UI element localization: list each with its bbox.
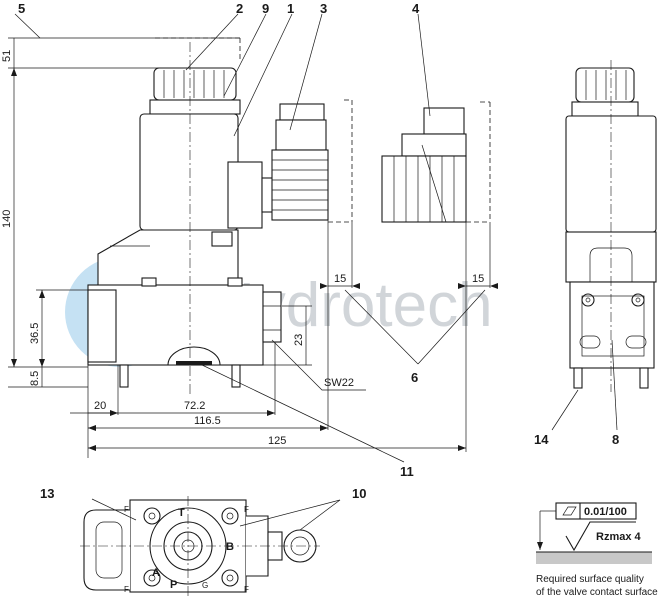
dim-sw22: SW22	[324, 377, 354, 389]
side-view	[551, 60, 657, 431]
fixing-f1: F	[124, 505, 129, 514]
item-1: 1	[287, 1, 294, 16]
item-14: 14	[534, 432, 549, 447]
item-3: 3	[320, 1, 327, 16]
dim-15-right: 15	[472, 273, 484, 285]
item-11: 11	[400, 464, 414, 479]
surface-labels: 0.01/100 Rzmax 4 Required surface qualit…	[536, 506, 658, 598]
port-labels: T B A P G F F F F	[124, 505, 249, 594]
item-5: 5	[18, 1, 25, 16]
leader-lines	[14, 13, 431, 463]
dimension-labels: 51 140 36.5 8.5 23 20 72.2 116.5 125 15 …	[1, 50, 484, 447]
port-p: P	[170, 579, 177, 591]
fixing-f3: F	[244, 585, 249, 594]
surface-quality-symbol	[536, 502, 652, 564]
port-b: B	[226, 541, 234, 553]
dim-15-left: 15	[334, 273, 346, 285]
item-10: 10	[352, 486, 366, 501]
solenoid-coil	[139, 113, 239, 231]
dim-125: 125	[268, 435, 286, 447]
dim-23: 23	[293, 334, 305, 346]
item-8: 8	[612, 432, 619, 447]
dim-116-5: 116.5	[194, 415, 221, 427]
dim-20: 20	[94, 400, 106, 412]
dim-8-5: 8.5	[29, 371, 41, 386]
fixing-f4: F	[124, 585, 129, 594]
dim-140: 140	[1, 210, 13, 228]
surface-caption-line2: of the valve contact surface	[536, 587, 658, 598]
roughness-value: Rzmax 4	[596, 531, 642, 543]
dim-72-2: 72.2	[184, 400, 205, 412]
dim-51: 51	[1, 50, 13, 62]
dim-36-5: 36.5	[29, 323, 41, 344]
port-g: G	[202, 581, 208, 590]
item-4: 4	[412, 1, 420, 16]
surface-caption-line1: Required surface quality	[536, 574, 644, 585]
fixing-f2: F	[244, 505, 249, 514]
item-6: 6	[411, 370, 418, 385]
connector-plug-side	[271, 99, 353, 288]
connector-plug-rotated	[381, 101, 491, 288]
item-9: 9	[262, 1, 269, 16]
flatness-value: 0.01/100	[584, 506, 627, 518]
dim-15-markers	[320, 283, 498, 365]
port-a: A	[152, 567, 160, 579]
port-t: T	[178, 507, 185, 519]
seal-plug	[167, 346, 221, 366]
front-view	[8, 37, 467, 458]
item-number-labels: 5 2 9 1 3 4 6 11 14 8 13 10	[18, 1, 619, 501]
item-2: 2	[236, 1, 243, 16]
bottom-view	[80, 496, 341, 598]
item-13: 13	[40, 486, 54, 501]
